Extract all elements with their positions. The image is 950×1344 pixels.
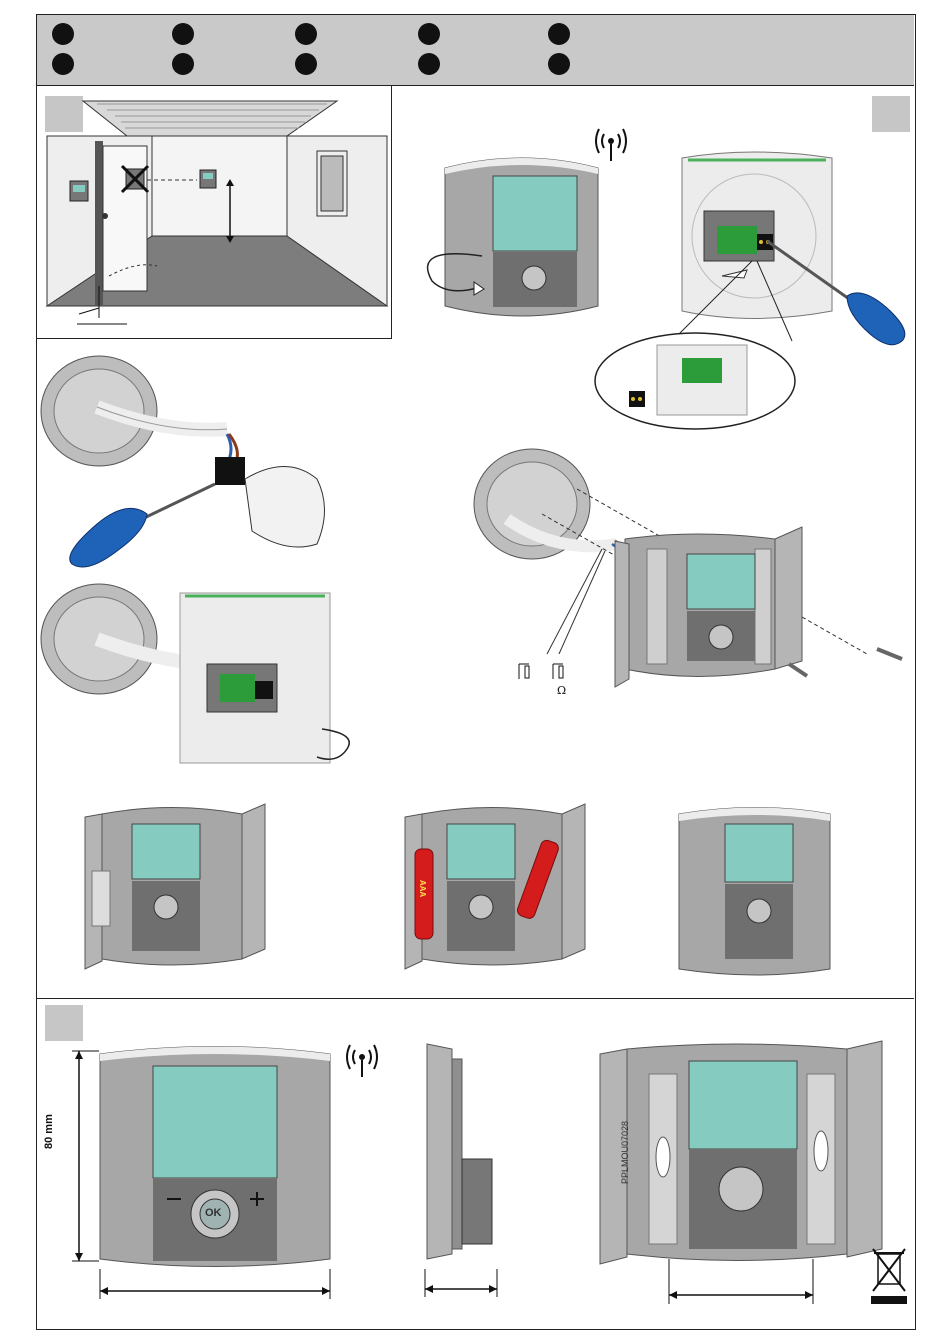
- wiring-panel: Ω AAA: [37, 339, 914, 999]
- height-dimension-label: 80 mm: [43, 1114, 55, 1149]
- step-marker: [548, 53, 570, 75]
- step-marker: [172, 23, 194, 45]
- step-marker: [172, 53, 194, 75]
- battery-label: AAA: [418, 880, 427, 897]
- step-marker: [52, 53, 74, 75]
- wireless-signal-icon: [596, 129, 626, 161]
- open-device-panel: [392, 86, 914, 339]
- step-marker: [52, 23, 74, 45]
- room-placement-panel: [37, 86, 392, 339]
- step-marker: [295, 23, 317, 45]
- wireless-signal-icon: [347, 1045, 377, 1077]
- step-marker: [548, 23, 570, 45]
- weee-bin-icon: [871, 1249, 907, 1304]
- step-marker: [418, 23, 440, 45]
- ok-button-label: OK: [205, 1207, 222, 1219]
- dimensions-panel: 80 mm OK PPLMOU07028: [37, 999, 914, 1329]
- wiring-illustration: [37, 339, 914, 999]
- model-code-label: PPLMOU07028: [620, 1121, 630, 1184]
- dimensions-illustration: [37, 999, 914, 1329]
- ohm-symbol: Ω: [557, 684, 566, 697]
- header-strip: [37, 15, 914, 86]
- temperature-sensor-icon: [519, 664, 563, 679]
- step-marker: [295, 53, 317, 75]
- instruction-sheet: Ω AAA: [36, 14, 916, 1330]
- room-illustration: [37, 86, 392, 339]
- screwdriver-icon: [70, 484, 215, 567]
- step-marker: [418, 53, 440, 75]
